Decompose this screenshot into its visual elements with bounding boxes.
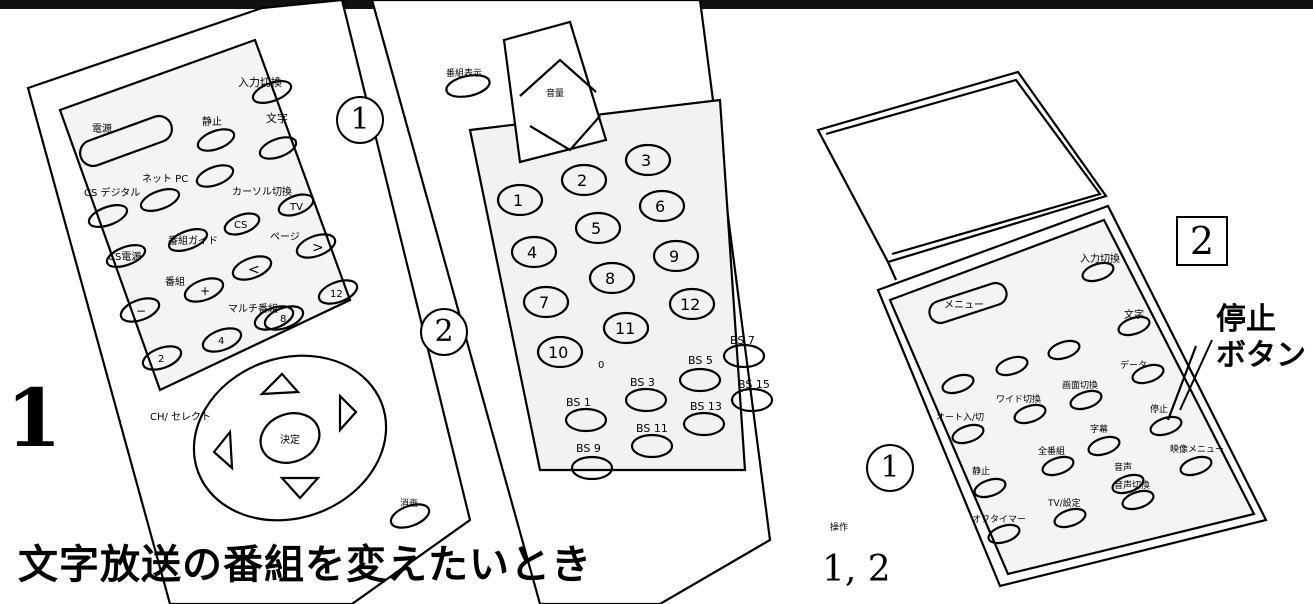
left-8-label: 8	[280, 314, 286, 325]
right-mute-label: 音声	[1114, 461, 1132, 473]
left-12-label: 12	[330, 289, 343, 300]
mid-key-2: 2	[577, 171, 587, 190]
middle-remote: 番組表示 音量 1 2 3 4 5 6 7 8 9 10 11 12 0 BS …	[370, 0, 774, 604]
bottom-step-refs: 1, 2	[822, 549, 891, 590]
mid-key-0: 0	[598, 360, 604, 371]
left-multi-label: マルチ番組	[228, 302, 278, 315]
right-data-label: データ	[1120, 359, 1147, 371]
left-erase-label: 消画	[400, 497, 418, 509]
step-circle-1-right: 1	[866, 444, 914, 492]
right-audioswitch-label: 音声切換	[1114, 479, 1150, 491]
left-cspower-label: CS電源	[108, 250, 141, 263]
mid-volume-label: 音量	[546, 87, 564, 99]
step-circle-1-left: 1	[336, 96, 384, 144]
page-title: 文字放送の番組を変えたいとき	[18, 542, 592, 588]
mid-key-4: 4	[527, 243, 537, 262]
right-input-label: 入力切換	[1080, 252, 1120, 265]
right-tvsetting-label: TV/設定	[1047, 497, 1081, 509]
right-remote: 入力切換 メニュー 文字 データ オート入/切 ワイド切換 画面切換 字幕 停止…	[816, 70, 1268, 588]
right-stop-label: 停止	[1150, 403, 1168, 415]
right-menu-label: メニュー	[944, 300, 984, 311]
left-gt-label: >	[312, 240, 324, 256]
left-tv-label: TV	[289, 202, 303, 213]
left-plus-label: +	[200, 284, 210, 298]
mid-bs15: BS 15	[738, 378, 770, 391]
left-channel-label: 番組	[165, 275, 185, 288]
left-netpc-label: ネット PC	[142, 173, 188, 185]
right-auto-label: オート入/切	[936, 412, 984, 423]
right-wide-label: ワイド切換	[996, 393, 1041, 405]
right-text-label: 文字	[1124, 308, 1144, 321]
left-chselect-label: CH/ セレクト	[150, 411, 211, 423]
left-guide-label: 番組ガイド	[168, 234, 218, 247]
mid-key-11: 11	[615, 319, 635, 338]
step-circle-2-left: 2	[420, 308, 468, 356]
left-2-label: 2	[158, 354, 164, 365]
mid-key-1: 1	[513, 191, 523, 210]
mid-bs11: BS 11	[636, 422, 668, 435]
left-remote: 入力切換 電源 静止 文字 CS デジタル ネット PC カーソル切換 CS T…	[26, 0, 472, 604]
left-enter-label: 決定	[280, 433, 300, 446]
right-audiomenu-label: 映像メニュー	[1170, 443, 1224, 455]
mid-bs9: BS 9	[576, 442, 601, 455]
step-box-2: 2	[1176, 216, 1228, 266]
mid-bs7: BS 7	[730, 334, 755, 347]
left-mute-label: 静止	[202, 115, 222, 128]
left-power-label: 電源	[92, 122, 112, 135]
mid-bs-keys: BS 1 BS 3 BS 5 BS 7 BS 9 BS 11 BS 13 BS …	[564, 334, 774, 481]
mid-key-8: 8	[605, 269, 615, 288]
mid-key-3: 3	[641, 151, 651, 170]
step-number: 1	[6, 371, 62, 465]
left-page-label: ページ	[270, 232, 300, 243]
stop-note-line2: ボタン	[1216, 338, 1306, 373]
stop-pointer-line	[1179, 339, 1213, 411]
mid-key-7: 7	[539, 293, 549, 312]
mid-bs5: BS 5	[688, 354, 713, 367]
mid-key-9: 9	[669, 247, 679, 266]
left-csdigital-label: CS デジタル	[84, 186, 140, 199]
stop-note-line1: 停止	[1216, 302, 1276, 337]
stop-button-note: 停止 ボタン	[1216, 302, 1306, 374]
left-input-label: 入力切換	[238, 76, 282, 89]
right-caption-label: 字幕	[1090, 423, 1108, 435]
tiny-label: 操作	[830, 523, 849, 533]
mid-key-6: 6	[655, 197, 665, 216]
mid-bs13: BS 13	[690, 400, 722, 413]
right-screen-label: 画面切換	[1062, 379, 1098, 391]
mid-bs1: BS 1	[566, 396, 591, 409]
right-all-label: 全番組	[1038, 445, 1065, 457]
mid-program-label: 番組表示	[446, 67, 482, 79]
right-offtimer-label: オフタイマー	[972, 514, 1026, 525]
mid-key-12: 12	[680, 295, 700, 314]
right-freeze-label: 静止	[972, 465, 990, 477]
left-lt-label: <	[248, 262, 260, 278]
mid-key-10: 10	[548, 343, 568, 362]
left-4-label: 4	[218, 336, 224, 347]
left-text-label: 文字	[266, 111, 288, 125]
mid-number-keys: 1 2 3 4 5 6 7 8 9 10 11 12 0	[496, 143, 716, 371]
left-cs-label: CS	[234, 220, 247, 231]
mid-key-5: 5	[591, 219, 601, 238]
left-minus-label: −	[136, 304, 146, 318]
mid-bs3: BS 3	[630, 376, 655, 389]
left-cursor-label: カーソル切換	[232, 186, 292, 198]
